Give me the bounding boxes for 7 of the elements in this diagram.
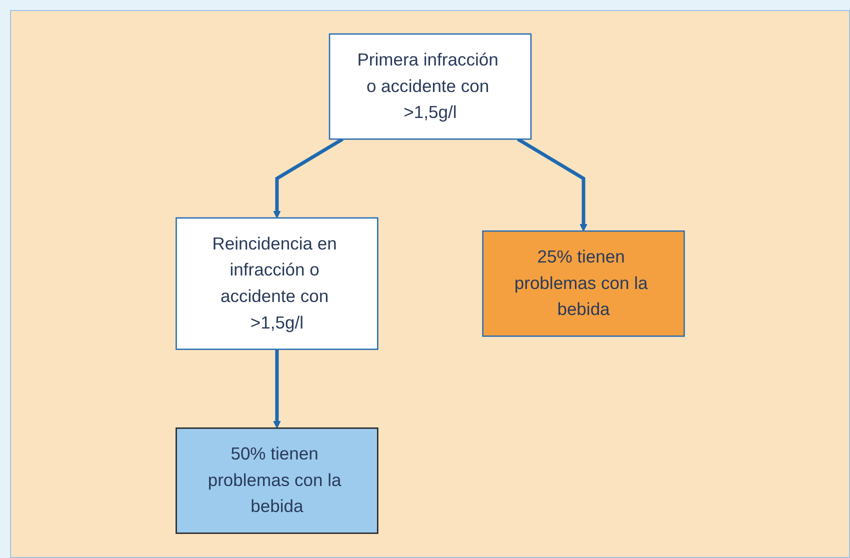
arrow (272, 138, 344, 219)
node-box: 25% tienen problemas con la bebida (482, 230, 685, 338)
node-box: Primera infracción o accidente con >1,5g/l (328, 34, 532, 140)
node-box: 50% tienen problemas con la bebida (175, 428, 378, 534)
arrow (516, 138, 588, 232)
node-box: Reincidencia en infracción o accidente con >1,5g/l (175, 218, 378, 350)
arrow (272, 350, 281, 429)
